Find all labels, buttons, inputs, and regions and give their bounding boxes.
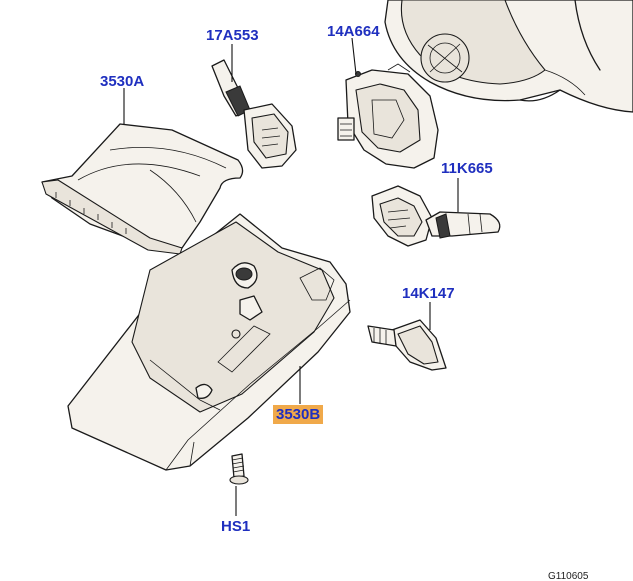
callout-17A553: 17A553	[206, 27, 259, 44]
callout-3530A: 3530A	[100, 73, 145, 90]
screw-drawing	[229, 453, 249, 485]
lower-shroud-drawing	[67, 213, 351, 471]
multifunction-switch-right-drawing	[371, 185, 501, 247]
callout-3530B: 3530B	[273, 405, 324, 424]
figure-reference: G110605	[548, 571, 589, 581]
leader-14A664	[351, 37, 357, 75]
multifunction-switch-left-drawing	[211, 59, 297, 169]
callout-14A664: 14A664	[327, 23, 380, 40]
callout-HS1: HS1	[221, 518, 251, 535]
upper-shroud-drawing	[41, 123, 244, 255]
steering-wheel-drawing	[384, 0, 633, 113]
callout-14K147: 14K147	[402, 285, 455, 302]
clockspring-drawing	[337, 63, 439, 169]
ignition-switch-drawing	[367, 319, 447, 371]
callout-11K665: 11K665	[441, 160, 493, 177]
